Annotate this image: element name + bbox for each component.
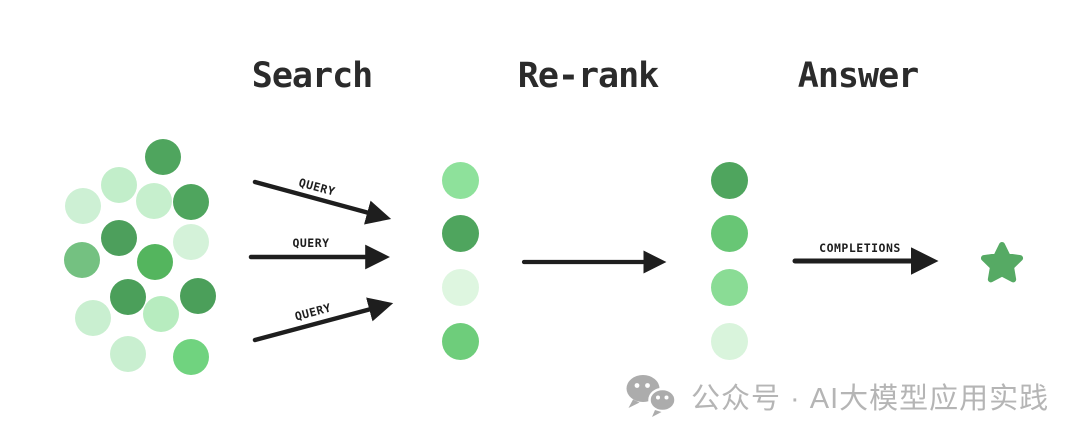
query-arrow-bottom xyxy=(252,297,394,343)
cluster-dot xyxy=(145,139,181,175)
reranked-result-dot xyxy=(710,214,748,252)
answer-star xyxy=(978,240,1026,292)
watermark-text: 公众号 · AI大模型应用实践 xyxy=(691,383,1050,415)
reranked-result-dot xyxy=(710,322,748,360)
stage-title-search: Search xyxy=(251,56,373,96)
search-result-dot xyxy=(441,322,479,360)
search-result-dot xyxy=(441,161,479,199)
completions-arrow-label: COMPLETIONS xyxy=(819,241,901,255)
cluster-dot xyxy=(137,244,173,280)
query-arrow-top xyxy=(252,179,392,225)
cluster-dot xyxy=(173,339,209,375)
stage-title-answer: Answer xyxy=(797,56,919,96)
cluster-dot xyxy=(110,279,146,315)
cluster-dot xyxy=(110,336,146,372)
search-result-dot xyxy=(441,268,479,306)
cluster-dot xyxy=(64,242,100,278)
cluster-dot xyxy=(173,184,209,220)
star-icon xyxy=(980,242,1024,283)
cluster-dot xyxy=(136,183,172,219)
cluster-dot xyxy=(101,220,137,256)
cluster-dot xyxy=(75,300,111,336)
reranked-result-dot xyxy=(710,161,748,199)
wechat-icon xyxy=(626,375,677,417)
cluster-dot xyxy=(173,224,209,260)
watermark: 公众号 · AI大模型应用实践 xyxy=(626,374,1049,418)
cluster-dot xyxy=(180,278,216,314)
stage-title-rerank: Re-rank xyxy=(517,56,660,96)
query-arrow-label: QUERY xyxy=(292,236,330,250)
search-result-dot xyxy=(441,214,479,252)
reranked-result-dot xyxy=(710,268,748,306)
cluster-dot xyxy=(101,167,137,203)
cluster-dot xyxy=(143,296,179,332)
cluster-dot xyxy=(65,188,101,224)
